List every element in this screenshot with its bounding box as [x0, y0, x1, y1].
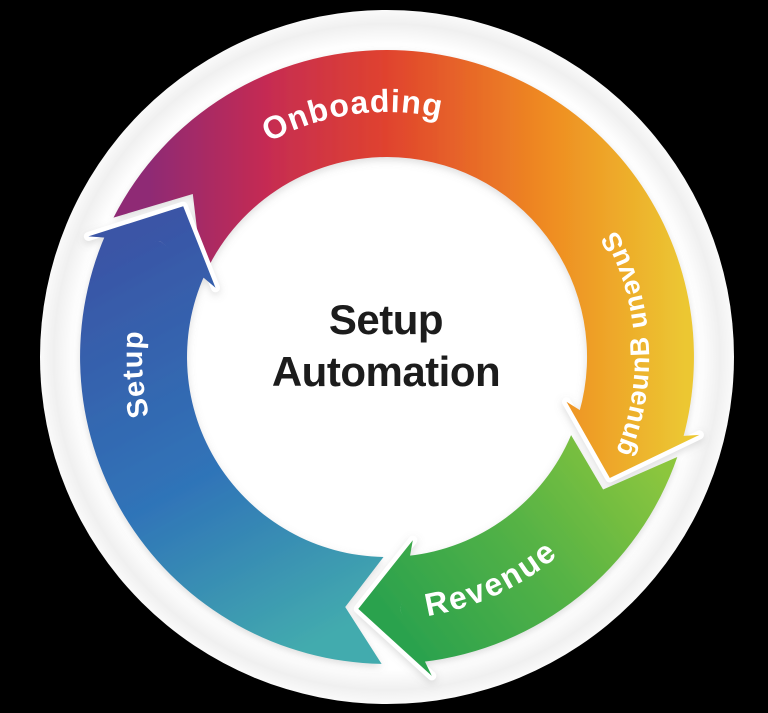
center-title-line2: Automation	[272, 348, 500, 395]
ring	[80, 50, 704, 681]
yellow-arrowhead-icon	[566, 401, 700, 478]
segment-revenue	[400, 435, 678, 662]
green-arrowhead-icon	[358, 540, 432, 676]
center-title: Setup Automation	[272, 296, 501, 395]
setup-label: Setup	[117, 329, 156, 421]
segment-setup	[80, 234, 384, 664]
setup-label-text: Setup	[117, 329, 155, 421]
center-title-line1: Setup	[329, 296, 443, 343]
segment-onboarding-left-half	[113, 50, 387, 279]
segment-onboarding-right-half	[387, 50, 694, 440]
blue-arrowhead-icon	[88, 206, 216, 288]
